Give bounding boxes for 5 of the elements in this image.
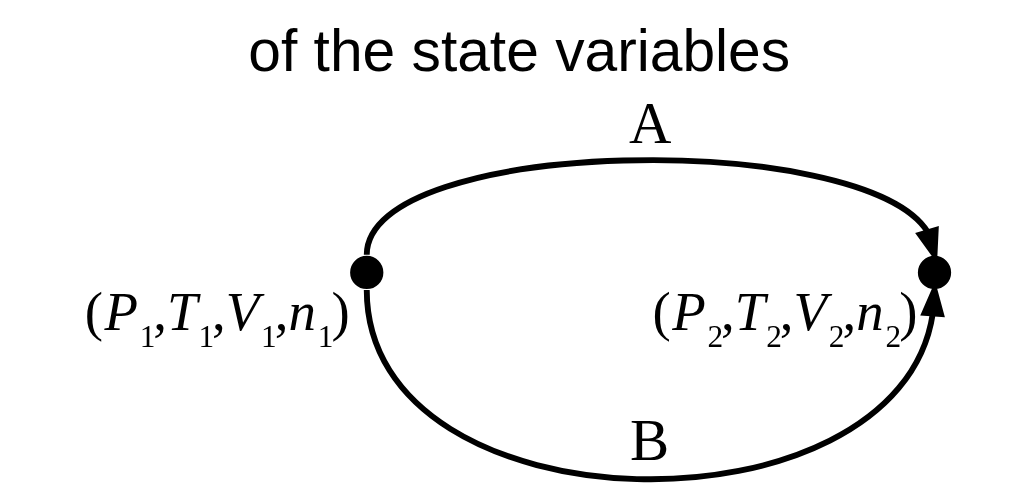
edge-label: A — [628, 91, 671, 157]
edge-label: B — [629, 408, 669, 474]
node-label: (P$_{1}$,T$_{1}$,V$_{1}$,n$_{1}$) — [84, 280, 350, 355]
diagram-title: of the state variables — [247, 17, 790, 83]
node-label: (P$_{2}$,T$_{2}$,V$_{2}$,n$_{2}$) — [652, 280, 918, 355]
